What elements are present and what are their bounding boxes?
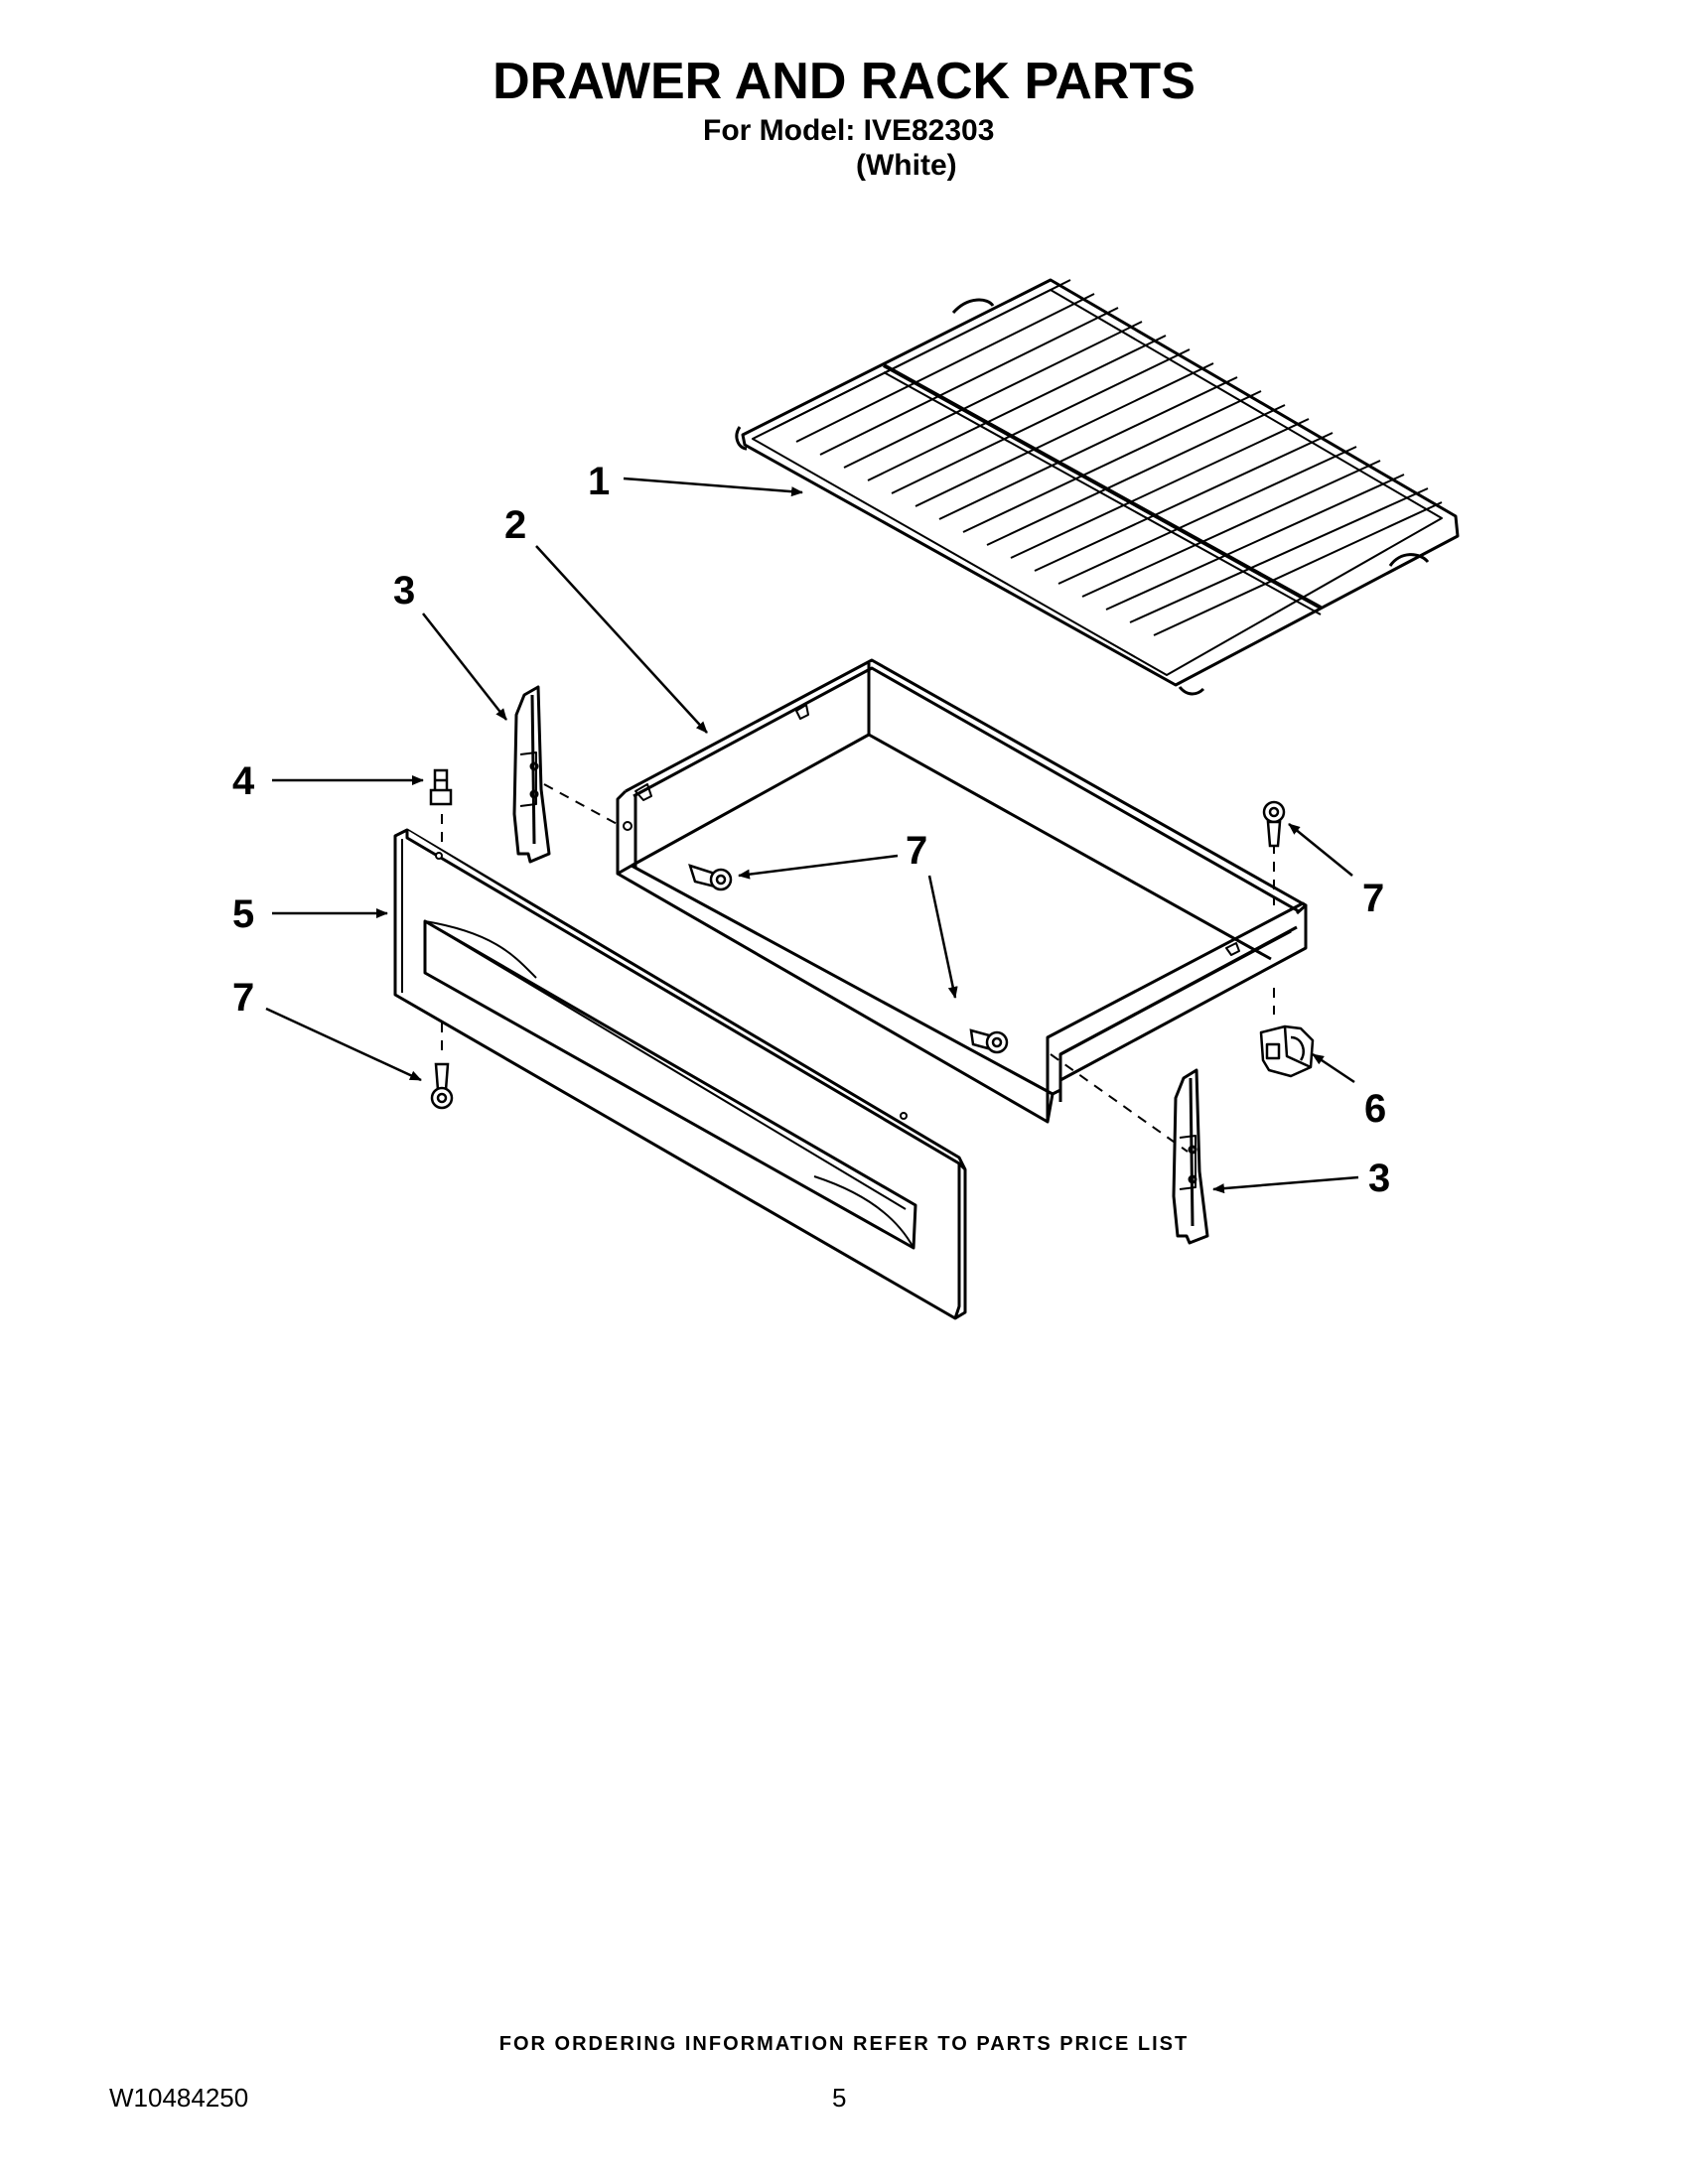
oven-rack — [735, 278, 1460, 696]
screw-bottom-left — [430, 1062, 454, 1110]
callout-5: 5 — [232, 892, 254, 936]
callout-7-bottom-left: 7 — [232, 976, 254, 1020]
drawer-bracket — [1259, 1024, 1315, 1078]
drawer-front-panel — [393, 828, 967, 1320]
screw-center-left — [688, 864, 733, 891]
callout-leaders — [265, 477, 1359, 1194]
alignment-lines — [441, 783, 1275, 1153]
model-variant: (White) — [856, 149, 957, 182]
document-number: W10484250 — [109, 2083, 249, 2113]
screw-right — [1262, 800, 1286, 848]
drawer-body — [616, 658, 1308, 1124]
callout-3-right: 3 — [1368, 1157, 1390, 1200]
glide-right — [1172, 1068, 1209, 1245]
ordering-note: FOR ORDERING INFORMATION REFER TO PARTS … — [498, 2033, 1190, 2055]
model-number: For Model: IVE82303 — [703, 114, 995, 147]
page-title: DRAWER AND RACK PARTS — [492, 53, 1196, 110]
callout-7-right: 7 — [1362, 877, 1384, 920]
glide-left — [512, 685, 551, 864]
screw-center-right — [969, 1028, 1009, 1054]
callout-1: 1 — [588, 460, 610, 503]
callout-7-center: 7 — [906, 829, 927, 873]
page-number: 5 — [832, 2083, 847, 2113]
callout-6: 6 — [1364, 1087, 1386, 1131]
drawer-stop — [429, 768, 453, 806]
callout-4: 4 — [232, 759, 255, 803]
callout-2: 2 — [504, 503, 526, 547]
callout-3-left: 3 — [393, 569, 415, 613]
